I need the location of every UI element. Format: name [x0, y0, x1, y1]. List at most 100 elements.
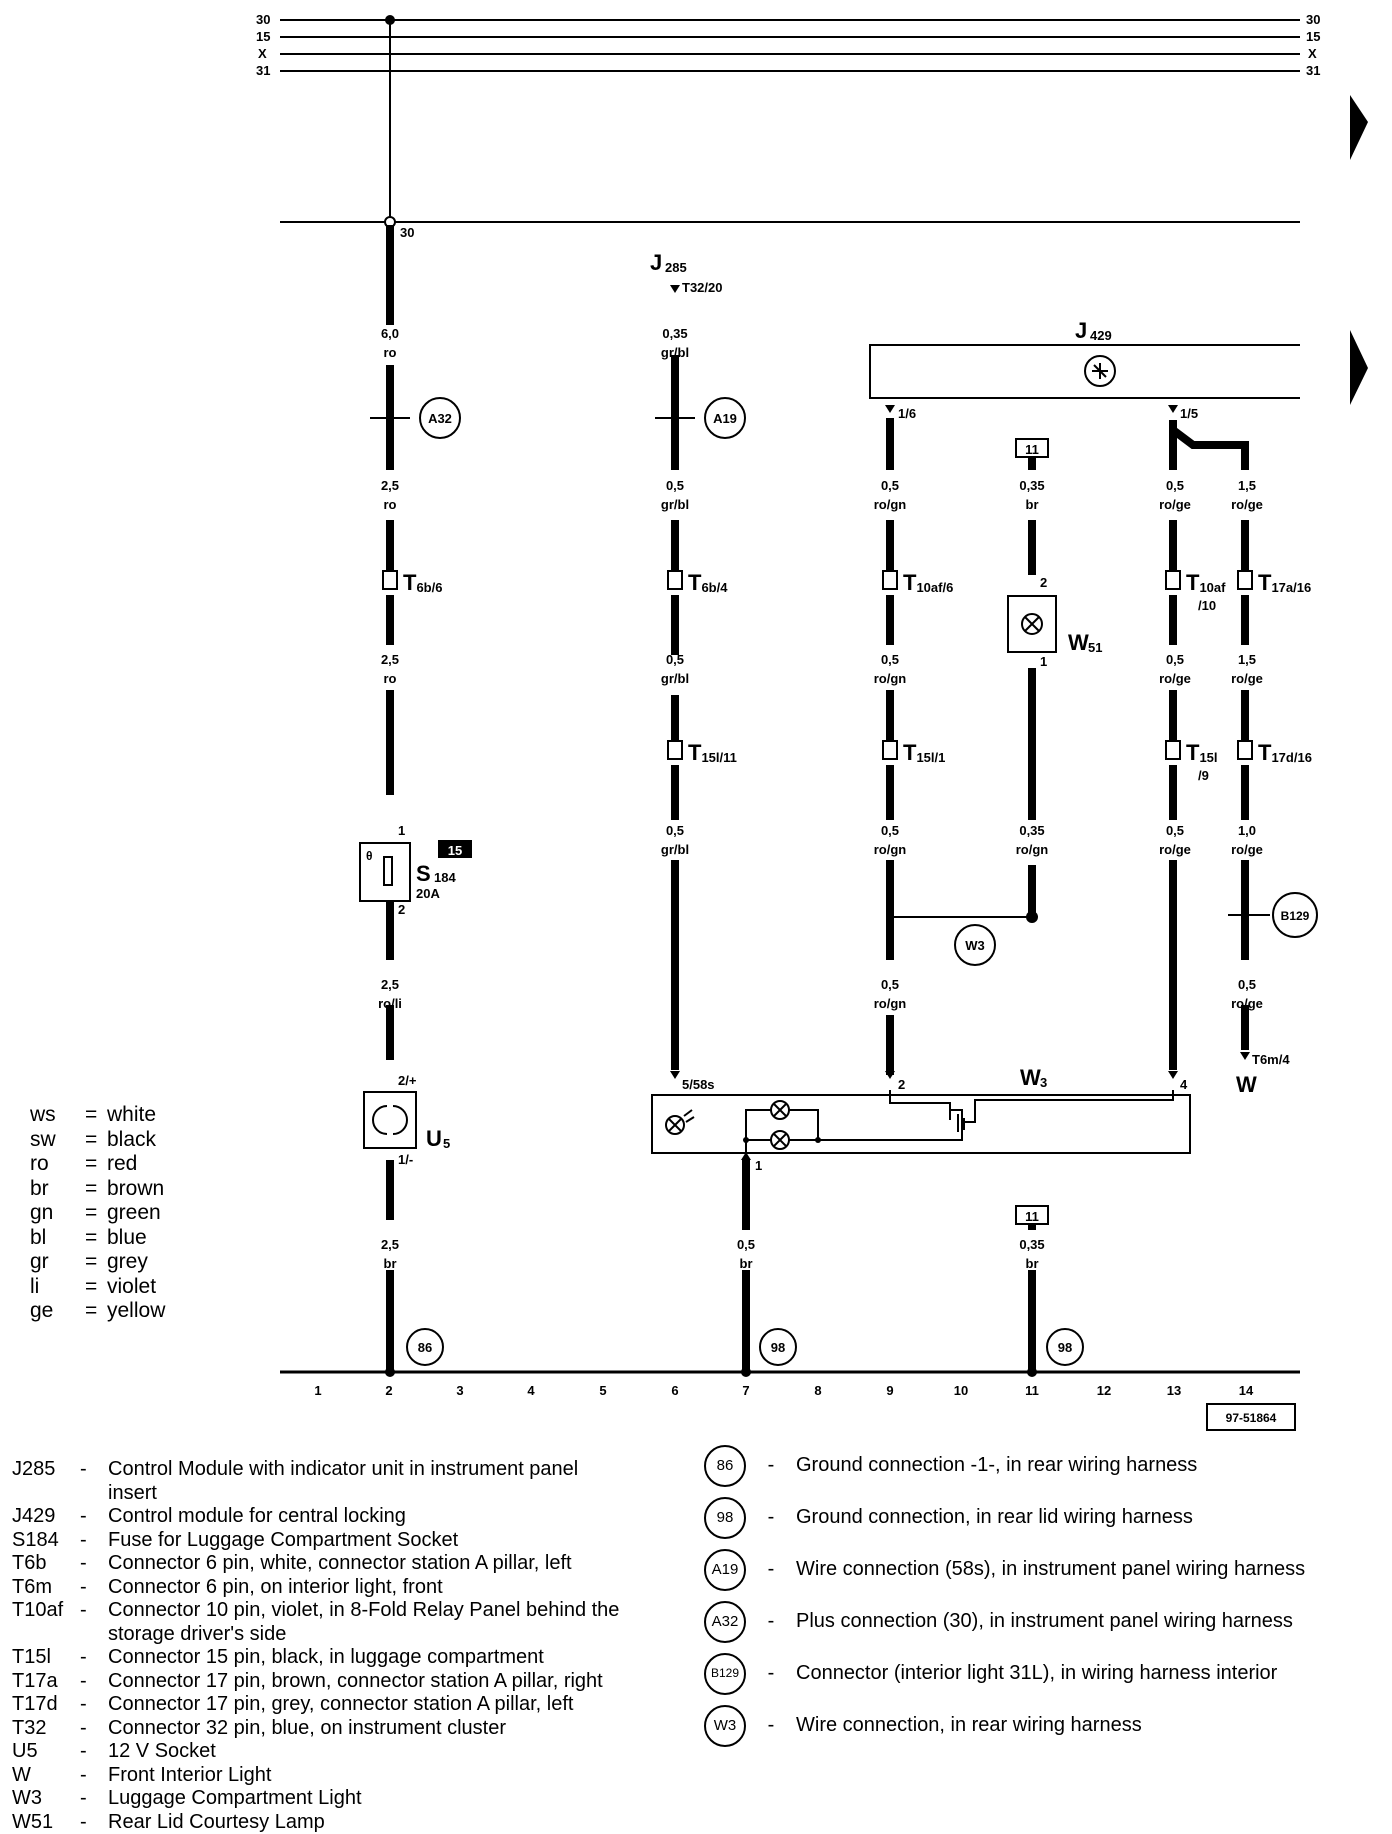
svg-text:T32/20: T32/20: [682, 280, 722, 295]
continue-arrow-icon: [1350, 95, 1368, 160]
svg-text:A32: A32: [428, 411, 452, 426]
wire-color: gr/bl: [661, 497, 689, 512]
wire-size: 0,5: [881, 823, 899, 838]
wire-size: 2,5: [381, 652, 399, 667]
wire-marker-icon: A19: [704, 1549, 746, 1591]
svg-text:1: 1: [1040, 654, 1047, 669]
component-J429: J 429 1/6 1/5: [870, 318, 1300, 421]
legend-row: br=brown: [30, 1177, 250, 1202]
splice-dot: [886, 913, 894, 921]
fuse-icon: [384, 857, 392, 885]
svg-text:2: 2: [1040, 575, 1047, 590]
svg-text:20A: 20A: [416, 886, 440, 901]
wire-marker-icon: B129: [704, 1653, 746, 1695]
wire-size: 1,5: [1238, 478, 1256, 493]
wire-color: ro/ge: [1231, 671, 1263, 686]
legend-row: T6m-Connector 6 pin, on interior light, …: [12, 1576, 692, 1600]
wire-color: ro/ge: [1231, 996, 1263, 1011]
wire-size: 0,5: [881, 478, 899, 493]
component-legend: J285-Control Module with indicator unit …: [12, 1458, 692, 1834]
wire-size: 0,35: [1019, 823, 1044, 838]
ground-marker-icon: 98: [704, 1497, 746, 1539]
legend-row: T17a-Connector 17 pin, brown, connector …: [12, 1670, 692, 1694]
component-W: T6m/4 W: [1236, 1052, 1290, 1097]
wire-size: 0,35: [1019, 1237, 1044, 1252]
svg-text:4: 4: [1180, 1077, 1188, 1092]
legend-row: 98-Ground connection, in rear lid wiring…: [700, 1492, 1390, 1544]
wire-size: 0,35: [662, 326, 687, 341]
wire-color-legend: ws=white sw=black ro=red br=brown gn=gre…: [30, 1103, 250, 1324]
wire-marker-icon: W3: [704, 1705, 746, 1747]
svg-text:B129: B129: [1281, 909, 1310, 923]
svg-text:W: W: [1236, 1072, 1257, 1097]
component-W3: 5/58s 2 4 1 W 3: [652, 1065, 1190, 1173]
wire-size: 0,5: [666, 823, 684, 838]
rail-x-label-right: X: [1308, 46, 1317, 61]
svg-text:98: 98: [1058, 1340, 1072, 1355]
legend-row: 86-Ground connection -1-, in rear wiring…: [700, 1440, 1390, 1492]
rail-15-label-right: 15: [1306, 29, 1320, 44]
svg-text:1/5: 1/5: [1180, 406, 1198, 421]
wire-size: 0,5: [1166, 478, 1184, 493]
ground-ref-box: 11: [1016, 1206, 1048, 1224]
wire-marker-icon: A32: [704, 1601, 746, 1643]
column-number: 12: [1097, 1383, 1111, 1398]
legend-row: J429-Control module for central locking: [12, 1505, 692, 1529]
legend-row: insert: [12, 1482, 692, 1506]
wire-color: ro: [384, 497, 397, 512]
component-S184: θ 1 2 15 S 184 20A: [360, 823, 472, 917]
wire-color: ro/gn: [874, 842, 907, 857]
column-number: 9: [886, 1383, 893, 1398]
wire-color: gr/bl: [661, 842, 689, 857]
wire-size: 2,5: [381, 1237, 399, 1252]
ground-marker-98: 98: [760, 1329, 796, 1365]
column-number: 1: [314, 1383, 321, 1398]
wire-size: 1,5: [1238, 652, 1256, 667]
connector-T6b4-label: T6b/4: [688, 570, 728, 595]
splice-dot: [385, 1367, 395, 1377]
splice-dot: [385, 15, 395, 25]
wire-size: 0,5: [881, 977, 899, 992]
legend-row: T10af-Connector 10 pin, violet, in 8-Fol…: [12, 1599, 692, 1623]
wire-color: ro/ge: [1159, 842, 1191, 857]
wire-size: 0,5: [881, 652, 899, 667]
wire-color: br: [384, 1256, 397, 1271]
svg-text:5: 5: [443, 1136, 450, 1151]
svg-text:1/-: 1/-: [398, 1152, 413, 1167]
wire-marker-W3: W3: [955, 925, 995, 965]
column-number: 6: [671, 1383, 678, 1398]
svg-text:J: J: [650, 250, 662, 275]
legend-row: T32-Connector 32 pin, blue, on instrumen…: [12, 1717, 692, 1741]
svg-text:86: 86: [418, 1340, 432, 1355]
column-number: 5: [599, 1383, 606, 1398]
column-number: 10: [954, 1383, 968, 1398]
legend-row: sw=black: [30, 1128, 250, 1153]
wire-color: gr/bl: [661, 671, 689, 686]
svg-text:11: 11: [1025, 1209, 1039, 1224]
column-number: 13: [1167, 1383, 1181, 1398]
legend-row: ge=yellow: [30, 1299, 250, 1324]
splice-dot: [1026, 911, 1038, 923]
wire-marker-A19: A19: [655, 398, 745, 438]
ground-marker-98: 98: [1047, 1329, 1083, 1365]
component-U5: 2/+ 1/- U 5: [364, 1073, 450, 1167]
connector-T17a16-label: T17a/16: [1258, 570, 1311, 595]
svg-text:T6m/4: T6m/4: [1252, 1052, 1290, 1067]
legend-row: gr=grey: [30, 1250, 250, 1275]
ground-marker-86: 86: [407, 1329, 443, 1365]
connector-T15l9-label: T15l: [1186, 740, 1218, 765]
svg-text:W: W: [1068, 630, 1089, 655]
svg-text:W: W: [1020, 1065, 1041, 1090]
legend-row: J285-Control Module with indicator unit …: [12, 1458, 692, 1482]
svg-text:2: 2: [398, 902, 405, 917]
ground-marker-icon: 86: [704, 1445, 746, 1487]
connector-T15l11-label: T15l/11: [688, 740, 737, 765]
legend-row: A32-Plus connection (30), in instrument …: [700, 1596, 1390, 1648]
legend-row: W51-Rear Lid Courtesy Lamp: [12, 1811, 692, 1834]
wire-size: 0,35: [1019, 478, 1044, 493]
svg-text:51: 51: [1088, 640, 1102, 655]
legend-row: T17d-Connector 17 pin, grey, connector s…: [12, 1693, 692, 1717]
wire-size: 6,0: [381, 326, 399, 341]
splice-dot: [1027, 1367, 1037, 1377]
legend-row: storage driver's side: [12, 1623, 692, 1647]
